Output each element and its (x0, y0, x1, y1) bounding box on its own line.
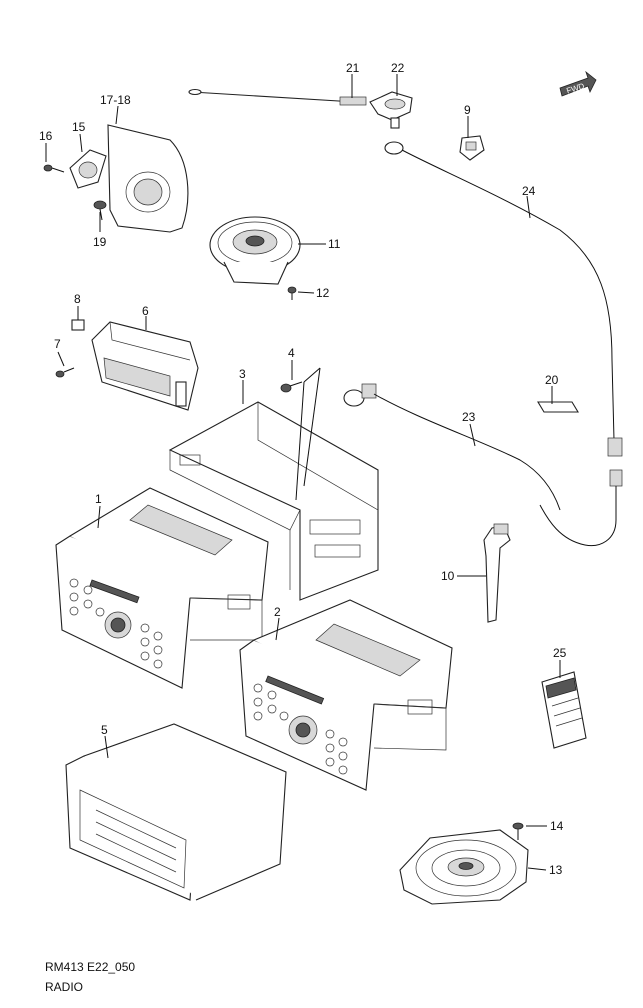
display-unit (91, 321, 199, 411)
callout-3: 3 (239, 367, 246, 381)
screw-19 (93, 200, 107, 221)
mounting-frame (168, 401, 379, 601)
antenna-rod (188, 88, 367, 106)
callout-4: 4 (288, 346, 295, 360)
antenna-base (369, 91, 413, 129)
screw-7 (55, 367, 75, 378)
label-sticker (537, 401, 579, 413)
leader-lines (45, 74, 561, 871)
fwd-arrow-badge: FWD (559, 70, 597, 97)
callout-19: 19 (93, 235, 107, 249)
owners-manual (541, 671, 587, 749)
callout-22: 22 (391, 61, 405, 75)
wire-clip (483, 523, 511, 623)
callout-13: 13 (549, 863, 563, 877)
callout-1: 1 (95, 492, 102, 506)
callout-25: 25 (553, 646, 567, 660)
antenna-bracket (459, 135, 485, 161)
callout-numbers: 21 22 9 24 17-18 15 16 19 11 12 8 6 7 4 … (39, 61, 567, 877)
callout-15: 15 (72, 120, 86, 134)
tweeter (69, 149, 107, 189)
callout-12: 12 (316, 286, 330, 300)
rear-speaker (399, 829, 529, 905)
radio-unit-1 (55, 487, 269, 689)
screw-14 (512, 822, 524, 840)
callout-14: 14 (550, 819, 564, 833)
antenna-cable (384, 141, 623, 547)
callout-8: 8 (74, 292, 81, 306)
door-speaker-front (209, 216, 301, 285)
callout-10: 10 (441, 569, 455, 583)
storage-pocket (65, 723, 287, 901)
screw-4 (280, 381, 303, 393)
clip-8 (71, 319, 85, 331)
callout-6: 6 (142, 304, 149, 318)
diagram-title: RADIO (45, 980, 84, 994)
callout-2: 2 (274, 605, 281, 619)
radio-unit-2 (239, 599, 453, 791)
callout-24: 24 (522, 184, 536, 198)
callout-21: 21 (346, 61, 360, 75)
callout-9: 9 (464, 103, 471, 117)
screw-12 (287, 286, 297, 300)
fwd-label: FWD (565, 81, 585, 95)
screw-16 (43, 164, 65, 173)
callout-11: 11 (328, 237, 341, 251)
callout-23: 23 (462, 410, 476, 424)
callout-17-18: 17-18 (100, 93, 131, 107)
diagram-reference-code: RM413 E22_050 (45, 960, 136, 974)
tweeter-housing (107, 124, 189, 233)
callout-16: 16 (39, 129, 53, 143)
extension-cable (343, 383, 561, 511)
callout-20: 20 (545, 373, 559, 387)
callout-5: 5 (101, 723, 108, 737)
callout-7: 7 (54, 337, 61, 351)
